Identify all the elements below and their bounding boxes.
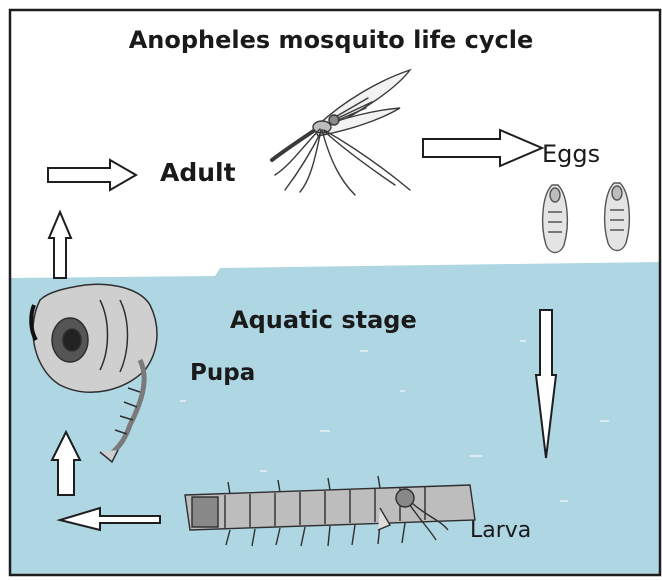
stage-label-pupa: Pupa <box>190 362 255 385</box>
diagram-title: Anopheles mosquito life cycle <box>0 28 662 52</box>
stage-label-adult: Adult <box>160 160 236 185</box>
mosquito-illustration <box>272 70 410 195</box>
arrow-to-eggs <box>423 130 542 166</box>
stage-label-eggs: Eggs <box>542 142 600 166</box>
stage-label-larva: Larva <box>470 520 531 542</box>
eggs-illustration <box>543 183 630 253</box>
arrow-pupa-to-adult <box>49 212 71 278</box>
arrow-to-adult <box>48 160 136 190</box>
stage-label-aquatic: Aquatic stage <box>230 308 417 332</box>
